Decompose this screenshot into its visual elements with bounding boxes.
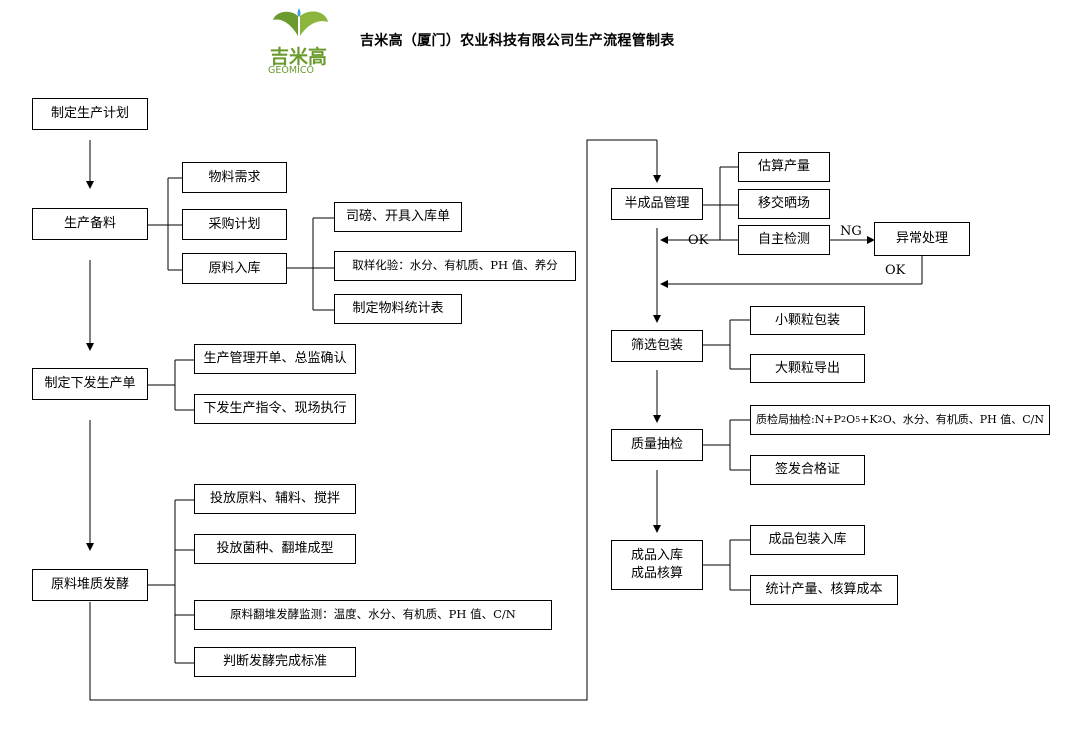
screen-item-large: 大颗粒导出	[750, 354, 865, 383]
inbound-item-weighing: 司磅、开具入库单	[334, 202, 462, 232]
semi-item-self-check: 自主检测	[738, 225, 830, 255]
ok-label-self-check: OK	[688, 233, 709, 248]
page-title: 吉米高（厦门）农业科技有限公司生产流程管制表	[360, 33, 675, 49]
qc-sub-3: 2	[877, 414, 883, 424]
finished-line-2: 成品核算	[630, 566, 683, 581]
ok-label-abnormal: OK	[885, 263, 906, 278]
ferment-item-completion: 判断发酵完成标准	[194, 647, 356, 677]
order-item-confirm: 生产管理开单、总监确认	[194, 344, 356, 374]
qc-sub-2: 5	[855, 414, 861, 424]
ng-label: NG	[840, 224, 862, 239]
order-item-execute: 下发生产指令、现场执行	[194, 394, 356, 424]
logo-chinese-text: 吉米高	[270, 46, 328, 68]
finished-line-1: 成品入库	[630, 548, 683, 564]
inbound-item-sampling-test: 取样化验：水分、有机质、PH 值、养分	[334, 251, 576, 281]
step-screen-package: 筛选包装	[611, 330, 703, 362]
step-issue-production-order: 制定下发生产单	[32, 368, 148, 400]
prep-item-raw-inbound: 原料入库	[182, 253, 287, 284]
finished-item-cost: 统计产量、核算成本	[750, 575, 898, 605]
qc-item-certificate: 签发合格证	[750, 455, 865, 485]
step-finished-inbound: 成品入库 成品核算	[611, 540, 703, 590]
qc-text-mid1: O	[846, 412, 856, 426]
step-production-plan: 制定生产计划	[32, 98, 148, 130]
step-material-prep: 生产备料	[32, 208, 148, 240]
semi-item-transfer: 移交晒场	[738, 189, 830, 219]
qc-text-mid2: +K	[860, 412, 878, 426]
ferment-item-inoculate: 投放菌种、翻堆成型	[194, 534, 356, 564]
inbound-item-material-stats: 制定物料统计表	[334, 294, 462, 324]
step-quality-check: 质量抽检	[611, 429, 703, 461]
step-semi-finished: 半成品管理	[611, 188, 703, 220]
prep-item-purchase-plan: 采购计划	[182, 209, 287, 240]
qc-text-suffix: O、水分、有机质、PH 值、C/N	[882, 412, 1044, 426]
step-abnormal-handling: 异常处理	[874, 222, 970, 256]
logo-english-text: GEOMICO	[268, 65, 314, 76]
step-raw-fermentation: 原料堆质发酵	[32, 569, 148, 601]
ferment-item-monitor: 原料翻堆发酵监测：温度、水分、有机质、PH 值、C/N	[194, 600, 552, 630]
semi-item-estimate: 估算产量	[738, 152, 830, 182]
finished-item-package: 成品包装入库	[750, 525, 865, 555]
screen-item-small: 小颗粒包装	[750, 306, 865, 335]
geomico-logo-icon	[273, 8, 328, 37]
qc-text-prefix: 质检局抽检:N+P	[756, 412, 841, 426]
prep-item-material-demand: 物料需求	[182, 162, 287, 193]
qc-sub-1: 2	[840, 414, 847, 424]
ferment-item-feed: 投放原料、辅料、搅拌	[194, 484, 356, 514]
